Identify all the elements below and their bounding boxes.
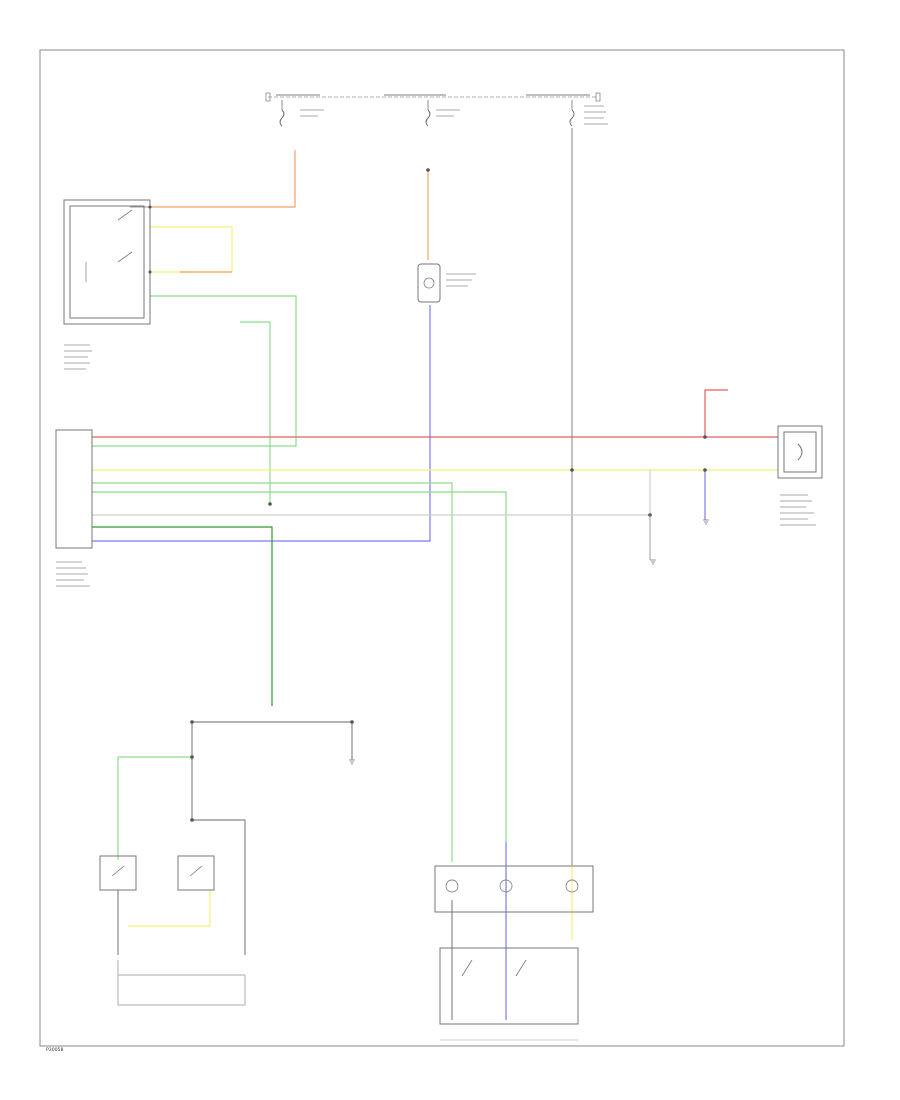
wire-orange-relay-feed xyxy=(150,150,296,208)
fuse-2 xyxy=(425,100,460,127)
wire-gray-switch-2 xyxy=(192,819,246,955)
top-fuse-bus xyxy=(265,92,601,102)
wire-blue-indicator xyxy=(92,305,431,542)
wire-green-module-1 xyxy=(92,482,453,862)
wire-green-module-2 xyxy=(92,491,507,842)
right-sensor xyxy=(777,425,823,526)
main-switch xyxy=(439,947,579,1041)
clutch-switch-2 xyxy=(177,855,215,891)
diagram-frame xyxy=(39,49,845,1047)
wire-yellow-switch-bridge xyxy=(128,890,211,927)
wire-green-relay-module xyxy=(92,295,297,447)
relay-box xyxy=(63,199,152,370)
wire-switch-loop xyxy=(117,960,246,1006)
junction-dots xyxy=(190,168,707,822)
fuse-1 xyxy=(279,100,324,127)
clutch-switch-1 xyxy=(99,855,137,891)
indicator-lamp xyxy=(417,263,476,303)
wire-red-branch xyxy=(704,389,728,437)
wire-green-switch-1 xyxy=(117,756,192,860)
footer-code: P30058 xyxy=(46,1047,63,1053)
ground-symbols xyxy=(349,515,709,765)
wires xyxy=(92,128,778,1020)
wire-green-relay-2 xyxy=(240,321,271,504)
switch-pack xyxy=(434,865,594,913)
fuse-3 xyxy=(569,100,608,127)
wire-darkgreen-lower xyxy=(92,526,273,706)
control-module xyxy=(55,429,93,587)
wire-yellow-relay-jumper xyxy=(150,226,233,273)
